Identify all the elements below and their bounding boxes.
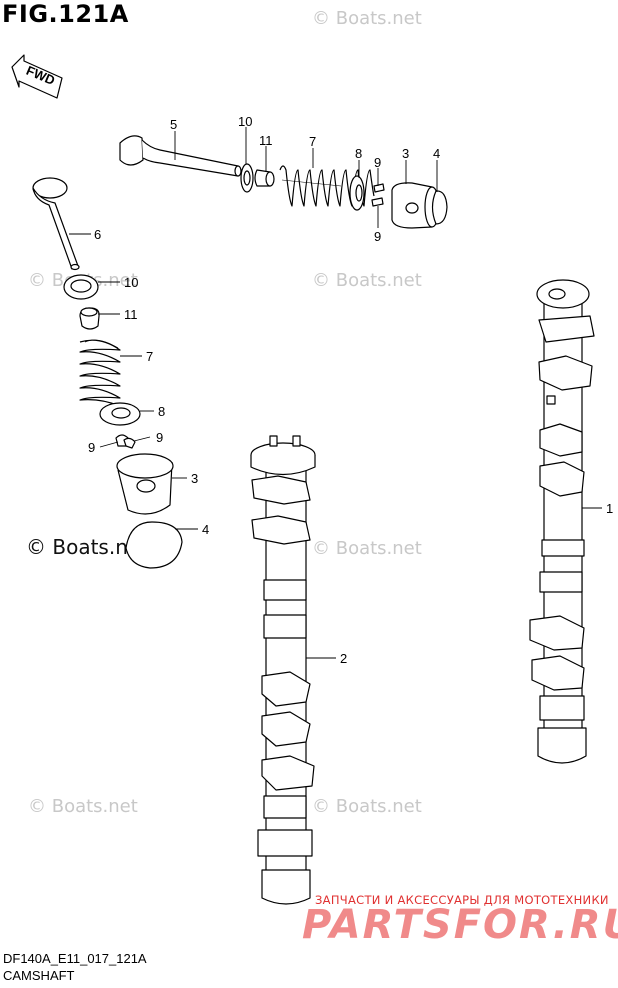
watermark-boats: © Boats.net <box>312 8 422 29</box>
drawing-code: DF140A_E11_017_121A <box>3 951 147 966</box>
cotters-top <box>371 183 385 207</box>
callout-1: 1 <box>606 501 613 516</box>
callout-3: 3 <box>191 471 198 486</box>
cotters-left <box>115 434 136 449</box>
figure-title: FIG.121A <box>2 0 129 28</box>
callout-6: 6 <box>94 227 101 242</box>
watermark-boats: © Boats.net <box>28 796 138 817</box>
callout-5: 5 <box>170 117 177 132</box>
callout-9: 9 <box>374 155 381 170</box>
callout-10: 10 <box>238 114 252 129</box>
callout-11: 11 <box>259 133 273 148</box>
spring-left <box>79 339 121 407</box>
callout-11: 11 <box>124 307 138 322</box>
callout-9: 9 <box>156 430 163 445</box>
seal-top <box>240 163 254 193</box>
callout-7: 7 <box>309 134 316 149</box>
callout-7: 7 <box>146 349 153 364</box>
callout-8: 8 <box>355 146 362 161</box>
watermark-boats: © Boats.net <box>312 796 422 817</box>
fwd-arrow-icon: FWD <box>11 54 63 99</box>
valve-top <box>119 135 242 177</box>
shim-left <box>125 521 183 569</box>
retainer-left <box>99 402 141 426</box>
callout-9: 9 <box>88 440 95 455</box>
callout-4: 4 <box>433 146 440 161</box>
small-retainer-left <box>79 307 100 330</box>
leader-lines <box>69 127 602 659</box>
section-name: CAMSHAFT <box>3 968 75 983</box>
camshaft-right <box>529 279 595 764</box>
partsfor-logo: PARTSFOR.RU <box>302 902 618 948</box>
retainer-top <box>349 175 365 211</box>
callout-4: 4 <box>202 522 209 537</box>
tappet-left <box>116 453 174 515</box>
partsfor-tagline: ЗАПЧАСТИ И АКСЕССУАРЫ ДЛЯ МОТОТЕХНИКИ <box>315 893 609 907</box>
callout-9: 9 <box>374 229 381 244</box>
callout-10: 10 <box>124 275 138 290</box>
callout-2: 2 <box>340 651 347 666</box>
shim-top <box>431 190 448 225</box>
seal-left <box>63 274 99 300</box>
watermark-boats: © Boats.net <box>312 538 422 559</box>
valve-left <box>32 177 80 271</box>
callout-8: 8 <box>158 404 165 419</box>
camshaft-center <box>250 435 316 905</box>
small-retainer-top <box>254 169 275 187</box>
watermark-boats: © Boats.net <box>312 270 422 291</box>
callout-3: 3 <box>402 146 409 161</box>
